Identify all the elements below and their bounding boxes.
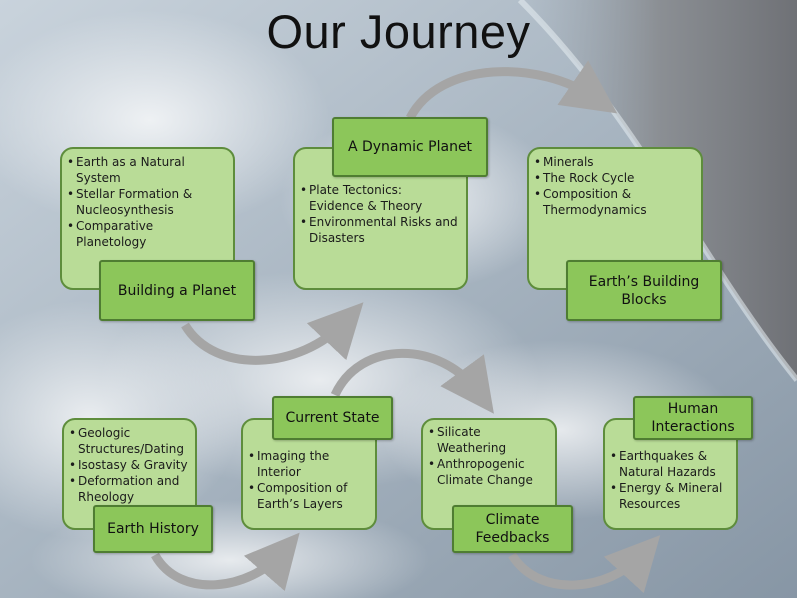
bullet-item: Composition & Thermodynamics — [533, 186, 695, 218]
stage-label-earth-history: Earth History — [93, 505, 213, 553]
bullet-item: Energy & Mineral Resources — [609, 480, 732, 512]
bullet-item: Silicate Weathering — [427, 424, 551, 456]
bullet-list: Plate Tectonics: Evidence & Theory Envir… — [295, 149, 466, 246]
bullet-item: Deformation and Rheology — [68, 473, 191, 505]
bullet-item: Composition of Earth’s Layers — [247, 480, 371, 512]
bullet-item: Imaging the Interior — [247, 448, 371, 480]
stage-label-earths-building-blocks: Earth’s Building Blocks — [566, 260, 722, 321]
page-title: Our Journey — [266, 5, 531, 58]
bullet-list: Minerals The Rock Cycle Composition & Th… — [529, 149, 701, 218]
bullet-item: Earth as a Natural System — [66, 154, 227, 186]
bullet-item: Geologic Structures/Dating — [68, 425, 191, 457]
stage-label-human-interactions: Human Interactions — [633, 396, 753, 440]
bullet-list: Imaging the Interior Composition of Eart… — [243, 420, 375, 512]
bullet-item: Environmental Risks and Disasters — [299, 214, 460, 246]
bullet-list: Geologic Structures/Dating Isostasy & Gr… — [64, 420, 195, 505]
stage-label-climate-feedbacks: Climate Feedbacks — [452, 505, 573, 553]
bullet-list: Earthquakes & Natural Hazards Energy & M… — [605, 420, 736, 512]
bullet-list: Earth as a Natural System Stellar Format… — [62, 149, 233, 250]
bullet-item: Isostasy & Gravity — [68, 457, 191, 473]
bullet-item: Stellar Formation & Nucleosynthesis — [66, 186, 227, 218]
stage-label-current-state: Current State — [272, 396, 393, 440]
bullet-list: Silicate Weathering Anthropogenic Climat… — [423, 420, 555, 488]
bullet-item: Minerals — [533, 154, 695, 170]
bullet-item: Anthropogenic Climate Change — [427, 456, 551, 488]
bullet-item: Plate Tectonics: Evidence & Theory — [299, 182, 460, 214]
stage-label-a-dynamic-planet: A Dynamic Planet — [332, 117, 488, 177]
bullet-item: Earthquakes & Natural Hazards — [609, 448, 732, 480]
stage-label-building-a-planet: Building a Planet — [99, 260, 255, 321]
bullet-item: The Rock Cycle — [533, 170, 695, 186]
bullet-item: Comparative Planetology — [66, 218, 227, 250]
